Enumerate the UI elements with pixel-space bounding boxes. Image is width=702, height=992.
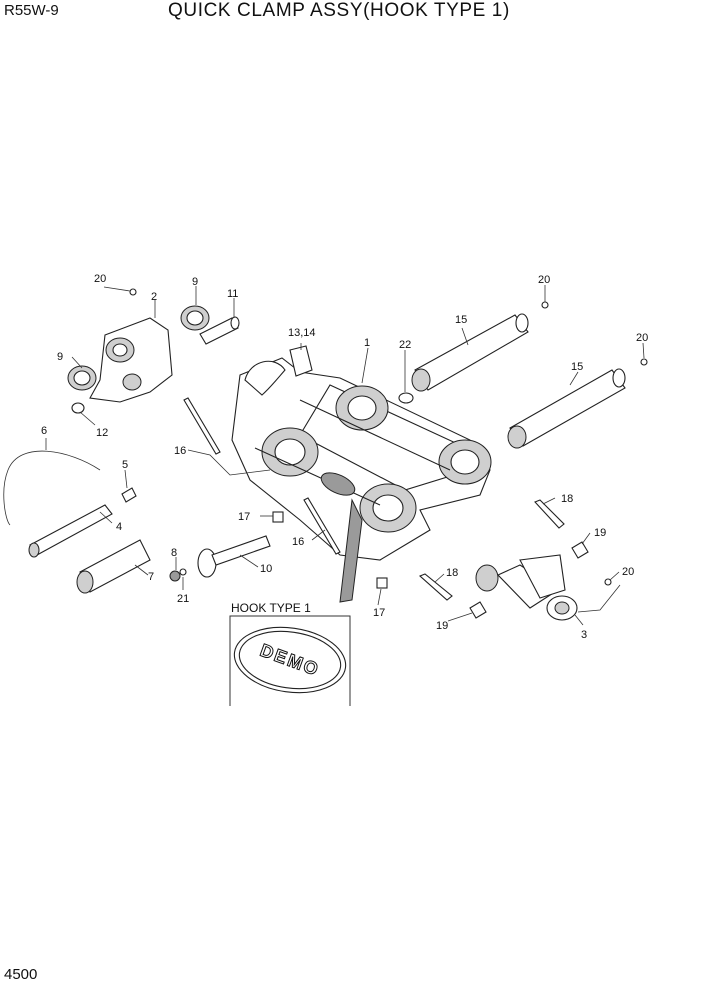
page-title: QUICK CLAMP ASSY(HOOK TYPE 1) bbox=[168, 0, 510, 21]
callout-19b: 19 bbox=[436, 620, 448, 632]
bushing-17-upper bbox=[272, 511, 284, 523]
callout-17b: 17 bbox=[373, 607, 385, 619]
grease-nipple-20b bbox=[541, 301, 549, 309]
grease-nipple-20a bbox=[129, 288, 137, 296]
grease-nipple-20d bbox=[604, 578, 612, 586]
clip-5-part bbox=[121, 487, 137, 503]
callout-1: 1 bbox=[364, 337, 370, 349]
callout-20c: 20 bbox=[636, 332, 648, 344]
leader-lines bbox=[45, 285, 645, 626]
bolt-8-part bbox=[169, 570, 181, 582]
callout-11: 11 bbox=[227, 288, 238, 300]
callout-16a: 16 bbox=[174, 445, 186, 457]
callout-16b: 16 bbox=[292, 536, 304, 548]
bolt-18-upper bbox=[534, 499, 565, 529]
callout-18a: 18 bbox=[561, 493, 573, 505]
page-number: 4500 bbox=[4, 966, 38, 983]
callout-20b: 20 bbox=[538, 274, 550, 286]
detail-title: HOOK TYPE 1 bbox=[231, 601, 311, 615]
callout-5: 5 bbox=[122, 459, 128, 471]
hook-type-detail: HOOK TYPE 1 DEMO bbox=[229, 601, 351, 706]
callout-13-14: 13,14 bbox=[288, 327, 316, 339]
callout-20d: 20 bbox=[622, 566, 634, 578]
callout-17a: 17 bbox=[238, 511, 250, 523]
callout-9a: 9 bbox=[57, 351, 63, 363]
lanyard-part bbox=[3, 450, 101, 526]
pin-10-part bbox=[197, 535, 271, 578]
callout-9b: 9 bbox=[192, 276, 198, 288]
callout-18b: 18 bbox=[446, 567, 458, 579]
bushing-17-lower bbox=[376, 577, 388, 589]
bushing-parts bbox=[67, 305, 210, 414]
washer-21-part bbox=[179, 568, 187, 576]
fitting-19-upper bbox=[571, 541, 589, 559]
model-number: R55W-9 bbox=[4, 2, 59, 19]
callout-10: 10 bbox=[260, 563, 272, 575]
callout-labels: 1 2 3 4 5 6 7 8 9 9 10 11 12 13,14 15 15… bbox=[41, 273, 648, 641]
callout-22: 22 bbox=[399, 339, 411, 351]
callout-19a: 19 bbox=[594, 527, 606, 539]
callout-2: 2 bbox=[151, 291, 157, 303]
ring-part bbox=[398, 392, 414, 404]
pin-15-parts bbox=[411, 313, 626, 449]
pin-11-part bbox=[199, 316, 240, 345]
callout-8: 8 bbox=[171, 547, 177, 559]
callout-15b: 15 bbox=[571, 361, 583, 373]
callout-4: 4 bbox=[116, 521, 122, 533]
pin-4-part bbox=[28, 504, 113, 558]
cylinder-part bbox=[475, 554, 578, 621]
main-frame-part bbox=[231, 357, 492, 603]
housing-part bbox=[89, 317, 173, 403]
callout-12: 12 bbox=[96, 427, 108, 439]
callout-3: 3 bbox=[581, 629, 587, 641]
bolt-16-lower bbox=[303, 497, 341, 555]
callout-15a: 15 bbox=[455, 314, 467, 326]
grease-nipple-20c bbox=[640, 358, 648, 366]
bolt-16-upper bbox=[183, 397, 221, 455]
callout-7: 7 bbox=[148, 571, 154, 583]
callout-21: 21 bbox=[177, 593, 189, 605]
bolt-18-lower bbox=[418, 573, 453, 601]
pin-7-part bbox=[76, 539, 151, 594]
callout-20a: 20 bbox=[94, 273, 106, 285]
callout-6: 6 bbox=[41, 425, 47, 437]
fitting-19-lower bbox=[469, 601, 487, 619]
